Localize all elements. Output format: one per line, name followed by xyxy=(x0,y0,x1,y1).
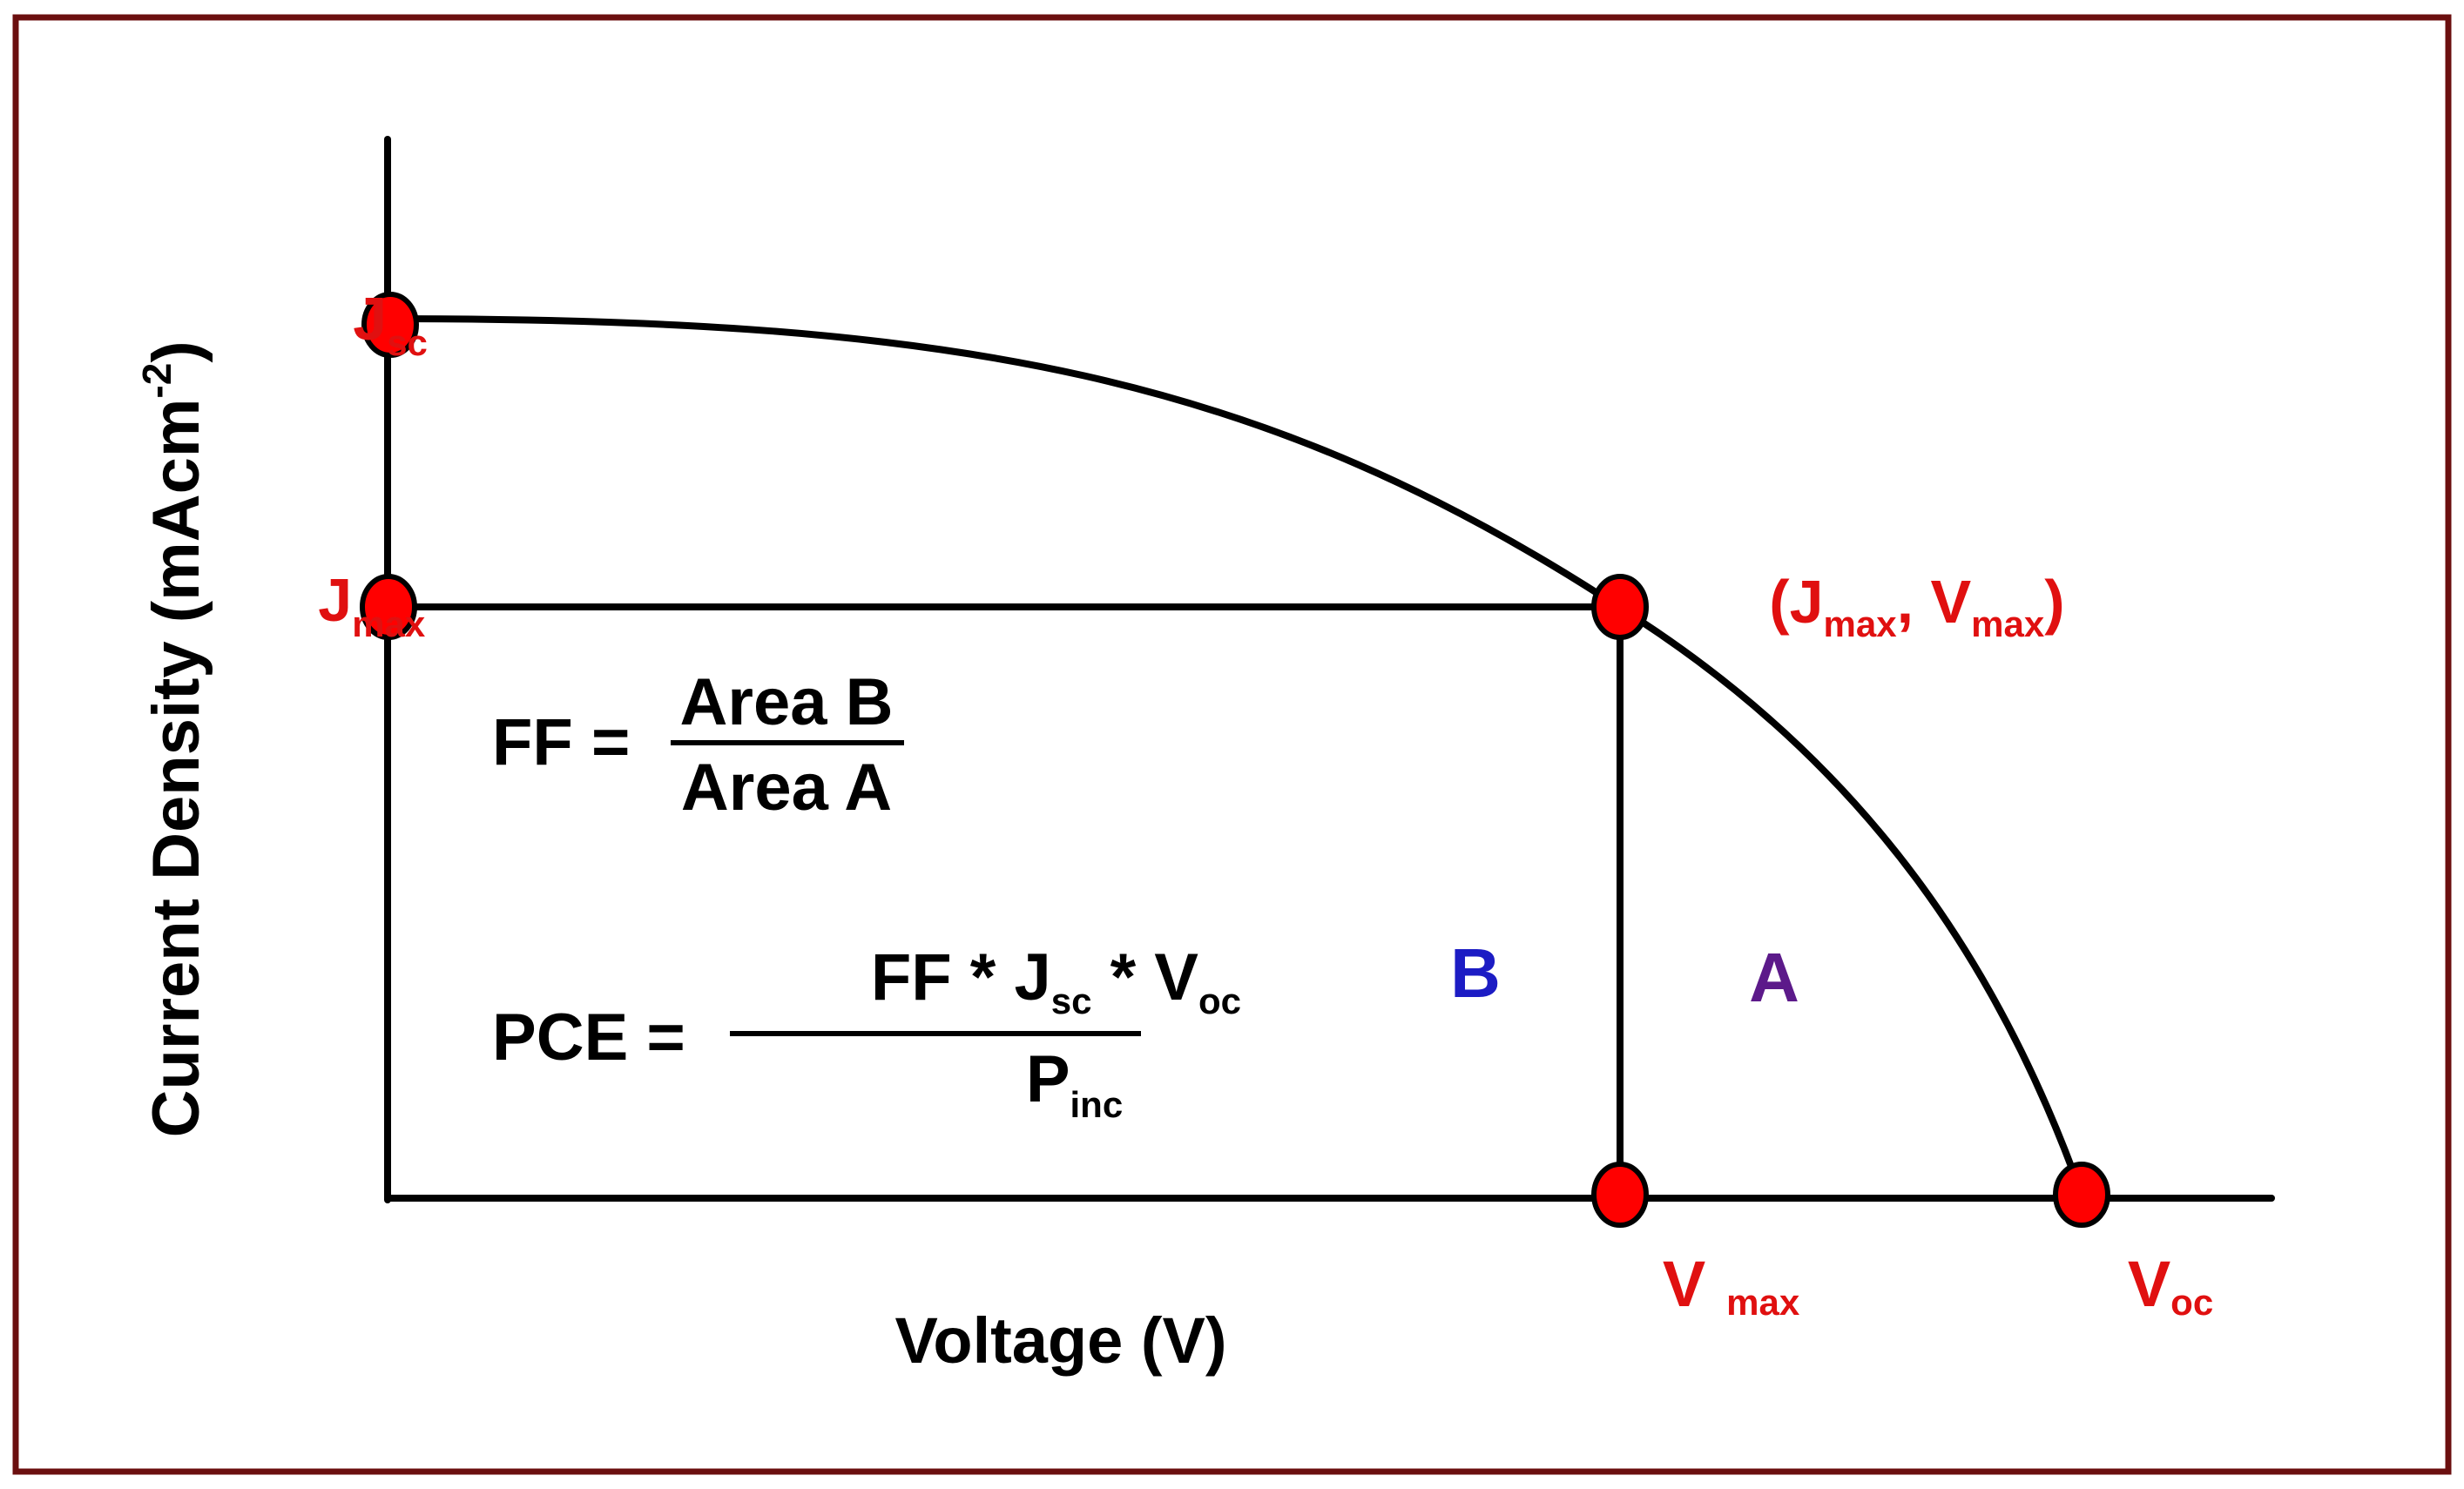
jsc-label: Jsc xyxy=(268,285,478,368)
y-axis-title-superscript: -2 xyxy=(134,363,179,399)
pce-num-v: V xyxy=(1154,940,1198,1014)
voc-marker xyxy=(2053,1162,2110,1228)
jsc-label-main: J xyxy=(353,285,387,353)
jmax-label-main: J xyxy=(318,566,352,634)
max-power-point-marker xyxy=(1591,574,1649,640)
region-a-label: A xyxy=(1749,939,1799,1016)
y-axis-title: Current Density (mAcm-2) xyxy=(134,286,213,1230)
mpp-j: J xyxy=(1790,568,1824,636)
y-axis-title-close: ) xyxy=(139,340,213,362)
outer-border xyxy=(12,14,2452,1475)
jmax-label: Jmax xyxy=(233,566,476,650)
x-axis-title: Voltage (V) xyxy=(895,1304,1227,1377)
jsc-marker xyxy=(361,292,419,358)
region-b-label: B xyxy=(1450,934,1501,1012)
mpp-v-sub: max xyxy=(1971,603,2045,644)
voc-label-sub: oc xyxy=(2170,1282,2213,1323)
ff-lhs: FF = xyxy=(492,705,630,779)
mpp-open-paren: ( xyxy=(1769,568,1790,636)
voc-label-main: V xyxy=(2128,1248,2170,1320)
jsc-label-sub: sc xyxy=(387,322,428,363)
pce-den-p-sub: inc xyxy=(1070,1084,1124,1125)
pce-num-v-sub: oc xyxy=(1198,980,1241,1021)
vmax-marker xyxy=(1591,1162,1649,1228)
pce-num-star: * xyxy=(1091,940,1154,1014)
mpp-close-paren: ) xyxy=(2044,568,2064,636)
pce-num-ff: FF * xyxy=(871,940,1015,1014)
pce-num-j: J xyxy=(1014,940,1050,1014)
jv-curve xyxy=(389,315,2085,1196)
vmax-label-main: V xyxy=(1663,1248,1705,1320)
ff-denominator: Area A xyxy=(681,751,892,825)
mpp-v: V xyxy=(1930,568,1971,636)
pce-formula: PCE = FF * Jsc * Voc Pinc xyxy=(492,940,1333,1132)
pce-denominator: Pinc xyxy=(897,1042,1215,1132)
mpp-comma: , xyxy=(1897,568,1931,636)
max-power-point-label: (Jmax, Vmax) xyxy=(1684,568,2116,644)
vmax-label-sub: max xyxy=(1726,1282,1800,1323)
jmax-label-sub: max xyxy=(352,603,426,644)
pce-num-j-sub: sc xyxy=(1051,980,1092,1021)
pce-lhs: PCE = xyxy=(492,1001,685,1075)
fill-factor-formula: FF = Area B Area A xyxy=(492,665,904,825)
jmax-marker xyxy=(360,574,417,640)
mpp-j-sub: max xyxy=(1824,603,1898,644)
y-axis-title-main: Current Density (mAcm xyxy=(139,399,213,1138)
pce-den-p: P xyxy=(1026,1042,1070,1116)
pce-numerator: FF * Jsc * Voc xyxy=(742,940,1333,1028)
voc-label: Voc xyxy=(2038,1248,2267,1329)
ff-numerator: Area B xyxy=(680,665,894,739)
